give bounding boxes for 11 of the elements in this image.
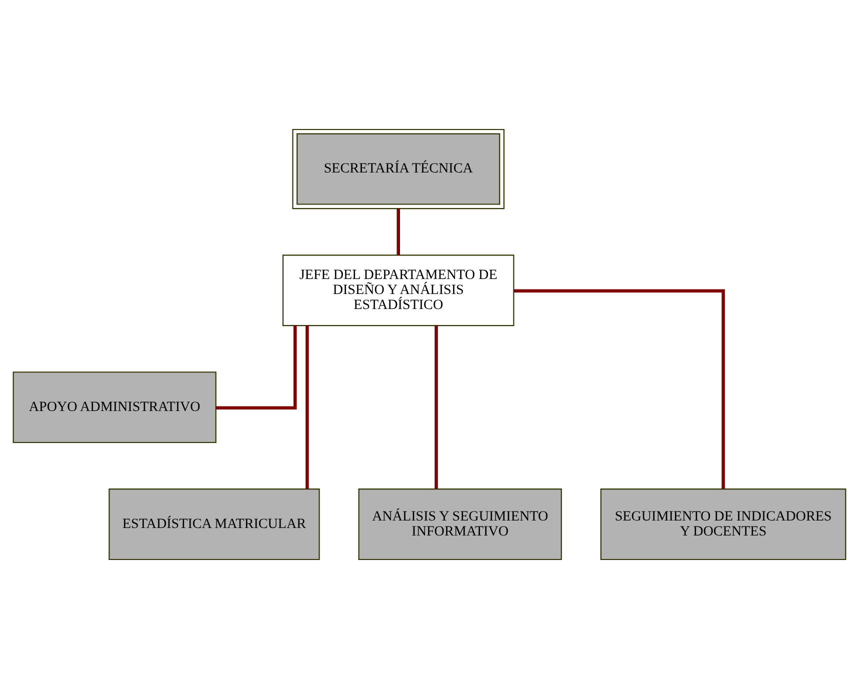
- connector: [396, 208, 400, 255]
- node-box: SEGUIMIENTO DE INDICADORES Y DOCENTES: [600, 488, 846, 560]
- node-box: SECRETARÍA TÉCNICA: [292, 128, 504, 209]
- node-box: ANÁLISIS Y SEGUIMIENTO INFORMATIVO: [358, 488, 562, 560]
- connector: [513, 288, 724, 488]
- connector: [305, 325, 308, 488]
- connector: [434, 325, 438, 488]
- node-box: ESTADÍSTICA MATRICULAR: [108, 488, 320, 560]
- node-box: APOYO ADMINISTRATIVO: [12, 371, 216, 443]
- node-box: JEFE DEL DEPARTAMENTO DE DISEÑO Y ANÁLISIS ESTADÍSTICO: [282, 254, 514, 326]
- connector: [215, 325, 296, 409]
